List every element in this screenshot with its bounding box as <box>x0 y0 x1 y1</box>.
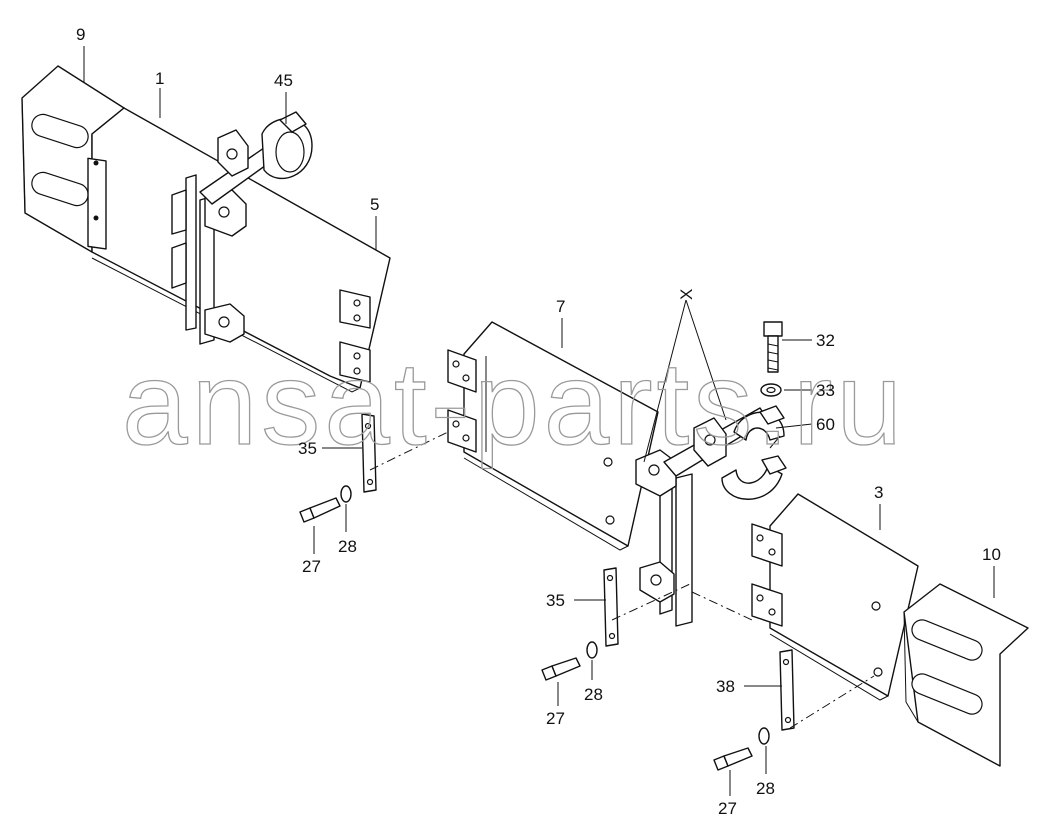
label-part-35-center: 35 <box>546 591 565 610</box>
part-27-bolt-right <box>713 747 753 771</box>
part-28-washer-center <box>586 641 598 659</box>
part-10-end-cap <box>903 583 1029 767</box>
label-part-10: 10 <box>982 545 1001 564</box>
label-part-27-center: 27 <box>546 709 565 728</box>
part-9-end-cap <box>21 65 125 253</box>
part-45-clamp-ring <box>261 111 313 180</box>
assembly-axis-lines <box>369 431 875 729</box>
label-part-5: 5 <box>370 195 379 214</box>
label-part-35-left: 35 <box>298 439 317 458</box>
label-part-28-center: 28 <box>584 685 603 704</box>
part-35-strap-center <box>603 567 619 647</box>
part-5-bracket <box>339 289 371 383</box>
label-part-9: 9 <box>76 25 85 44</box>
label-part-32: 32 <box>816 331 835 350</box>
label-leaders <box>83 46 995 796</box>
part-28-washer-left <box>340 485 352 503</box>
label-part-1: 1 <box>155 69 164 88</box>
label-part-27-left: 27 <box>302 557 321 576</box>
label-part-3: 3 <box>874 483 883 502</box>
part-1-casing <box>87 107 391 393</box>
part-38-strap <box>779 649 795 731</box>
detail-x-marker: X <box>677 289 696 300</box>
label-part-38: 38 <box>716 677 735 696</box>
label-part-45: 45 <box>274 71 293 90</box>
part-labels: 9 1 45 5 7 32 33 60 35 27 28 3 10 35 27 … <box>76 25 1001 818</box>
watermark-text: ansat-parts.ru <box>122 338 906 470</box>
detail-x-leaders <box>643 299 727 463</box>
part-32-bolt <box>763 321 783 373</box>
part-35-strap-left <box>361 413 377 493</box>
label-part-33: 33 <box>816 381 835 400</box>
part-3-cover <box>751 493 919 701</box>
label-part-27-right: 27 <box>718 799 737 818</box>
label-part-60: 60 <box>816 415 835 434</box>
label-part-28-right: 28 <box>756 779 775 798</box>
label-part-28-left: 28 <box>338 537 357 556</box>
part-27-bolt-center <box>541 657 581 681</box>
label-part-7: 7 <box>556 297 565 316</box>
part-60-split-clamp <box>721 405 787 500</box>
part-27-bolt-left <box>299 497 341 523</box>
part-7-housing <box>447 321 659 551</box>
part-28-washer-right <box>758 727 770 745</box>
